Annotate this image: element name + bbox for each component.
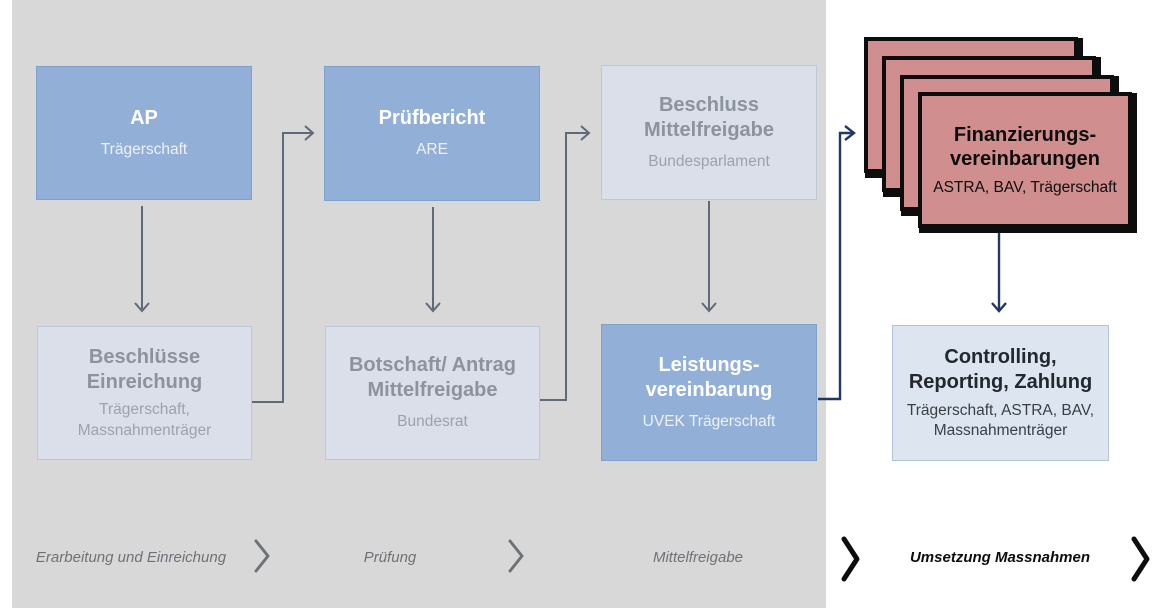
box-finanzierungsvereinbarungen-subtitle: ASTRA, BAV, Trägerschaft — [933, 179, 1117, 196]
box-beschluesse-einreichung: Beschlüsse Einreichung Trägerschaft, Mas… — [37, 326, 252, 460]
box-botschaft-antrag: Botschaft/ Antrag Mittelfreigabe Bundesr… — [325, 326, 540, 460]
box-finanzierungsvereinbarungen-title: Finanzierungs-vereinbarungen — [949, 124, 1101, 170]
box-beschluss-mittelfreigabe-title: Beschluss Mittelfreigabe — [643, 93, 775, 141]
box-leistungsvereinbarung: Leistungs-vereinbarung UVEK Trägerschaft — [601, 324, 817, 461]
chevron-right-bold-icon — [1131, 536, 1150, 582]
box-controlling: Controlling, Reporting, Zahlung Trägersc… — [892, 325, 1109, 461]
box-controlling-title: Controlling, Reporting, Zahlung — [908, 345, 1093, 393]
box-pruefbericht: Prüfbericht ARE — [324, 66, 540, 201]
box-botschaft-antrag-subtitle: Bundesrat — [397, 413, 468, 431]
arrowhead-to-controlling-icon — [991, 302, 1007, 313]
phase-label-pruefung: Prüfung — [363, 549, 417, 566]
box-ap-subtitle: Trägerschaft — [100, 140, 188, 158]
box-ap: AP Trägerschaft — [36, 66, 252, 200]
box-beschluss-mittelfreigabe: Beschluss Mittelfreigabe Bundesparlament — [601, 65, 817, 200]
box-beschluesse-einreichung-subtitle: Trägerschaft, Massnahmenträger — [77, 401, 212, 439]
phase-label-umsetzung: Umsetzung Massnahmen — [909, 549, 1091, 566]
box-finanzierungsvereinbarungen: Finanzierungs-vereinbarungen ASTRA, BAV,… — [918, 92, 1132, 228]
box-beschluss-mittelfreigabe-subtitle: Bundesparlament — [648, 152, 770, 170]
phase-label-mittelfreigabe: Mittelfreigabe — [652, 549, 744, 566]
box-controlling-subtitle: Trägerschaft, ASTRA, BAV, Massnahmenträg… — [906, 401, 1095, 439]
box-ap-title: AP — [130, 106, 158, 129]
box-pruefbericht-title: Prüfbericht — [378, 107, 486, 130]
phase-label-erarbeitung: Erarbeitung und Einreichung — [35, 549, 227, 566]
box-beschluesse-einreichung-title: Beschlüsse Einreichung — [86, 346, 203, 394]
arrowhead-to-finanzierung-icon — [844, 125, 856, 141]
box-botschaft-antrag-title: Botschaft/ Antrag Mittelfreigabe — [348, 354, 517, 402]
box-leistungsvereinbarung-title: Leistungs-vereinbarung — [645, 353, 773, 401]
box-leistungsvereinbarung-subtitle: UVEK Trägerschaft — [642, 412, 776, 430]
chevron-right-bold-icon — [841, 536, 860, 582]
box-pruefbericht-subtitle: ARE — [416, 141, 448, 159]
